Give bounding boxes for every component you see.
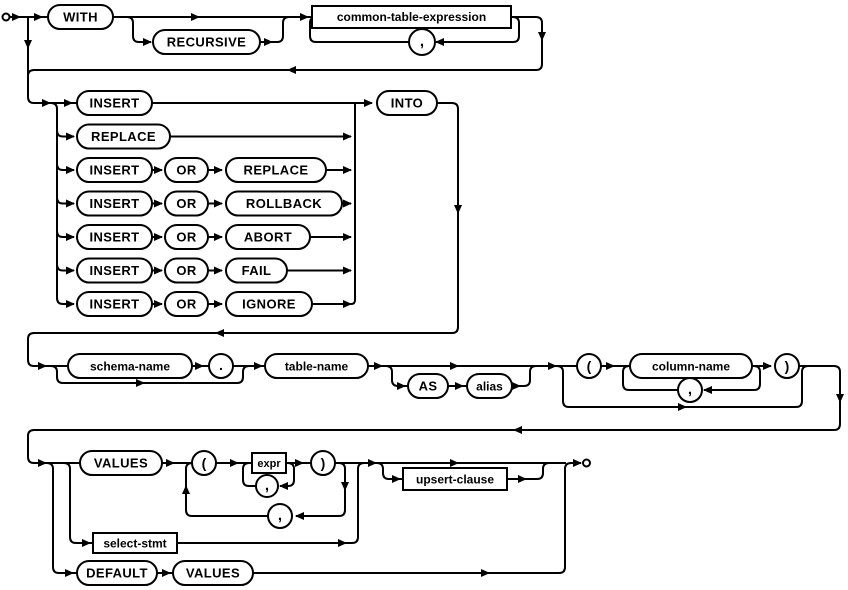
nonterminal-schema-name-label: schema-name <box>90 360 170 374</box>
punctuation-close-paren-columns-label: ) <box>785 358 790 374</box>
punctuation-open-paren-columns-label: ( <box>587 358 592 374</box>
keyword-insert-5: INSERT <box>76 257 153 284</box>
nonterminal-select-stmt-label: select-stmt <box>103 537 166 551</box>
keyword-or-4-label: OR <box>176 263 197 278</box>
nonterminal-upsert-clause-label: upsert-clause <box>416 473 494 487</box>
keyword-insert-1: INSERT <box>76 90 153 116</box>
keyword-insert-6-label: INSERT <box>89 297 139 312</box>
keyword-or-4: OR <box>164 257 209 284</box>
keyword-replace-1-label: REPLACE <box>91 129 156 144</box>
punctuation-comma-columns-label: , <box>688 381 692 398</box>
keyword-as-label: AS <box>419 379 438 394</box>
keyword-or-3-label: OR <box>176 230 197 245</box>
nonterminal-alias: alias <box>466 373 513 399</box>
nonterminal-table-name: table-name <box>264 353 369 379</box>
keyword-rollback-label: ROLLBACK <box>246 196 322 211</box>
connector <box>27 16 841 574</box>
keyword-replace-2: REPLACE <box>225 157 327 183</box>
keyword-replace-2-label: REPLACE <box>244 163 309 178</box>
nonterminal-column-name: column-name <box>629 353 753 379</box>
keyword-insert-6: INSERT <box>76 291 153 317</box>
keyword-fail-label: FAIL <box>242 263 272 278</box>
keyword-or-5-label: OR <box>176 297 197 312</box>
keyword-recursive: RECURSIVE <box>152 29 261 55</box>
keyword-with: WITH <box>47 4 114 30</box>
punctuation-open-paren-values-label: ( <box>202 455 207 471</box>
punctuation-open-paren-columns: ( <box>576 353 602 379</box>
keyword-ignore-label: IGNORE <box>242 297 296 312</box>
keyword-or-1-label: OR <box>176 163 197 178</box>
end-terminal-icon <box>582 458 591 468</box>
punctuation-comma-cte-label: , <box>420 33 424 50</box>
nonterminal-upsert-clause[interactable]: upsert-clause <box>402 467 508 491</box>
punctuation-comma-cte: , <box>408 28 436 56</box>
keyword-or-2-label: OR <box>176 196 197 211</box>
keyword-values-1-label: VALUES <box>94 456 148 471</box>
punctuation-comma-columns: , <box>677 377 703 403</box>
keyword-or-2: OR <box>164 190 209 217</box>
keyword-abort: ABORT <box>225 224 311 250</box>
keyword-values-1: VALUES <box>79 450 163 476</box>
nonterminal-table-name-label: table-name <box>285 360 349 374</box>
keyword-insert-3: INSERT <box>76 190 153 217</box>
keyword-replace-1: REPLACE <box>76 123 171 150</box>
keyword-insert-2: INSERT <box>76 157 153 183</box>
keyword-values-2: VALUES <box>172 560 254 586</box>
keyword-values-2-label: VALUES <box>186 566 240 581</box>
keyword-ignore: IGNORE <box>225 291 313 317</box>
keyword-default: DEFAULT <box>76 560 158 586</box>
keyword-fail: FAIL <box>225 257 288 284</box>
nonterminal-schema-name: schema-name <box>67 353 193 379</box>
keyword-insert-1-label: INSERT <box>89 96 139 111</box>
punctuation-close-paren-values-label: ) <box>321 455 326 471</box>
keyword-into: INTO <box>376 90 438 116</box>
start-terminal-icon <box>1 12 11 22</box>
punctuation-comma-values-label: , <box>278 507 282 524</box>
keyword-as: AS <box>407 373 449 399</box>
punctuation-dot: . <box>208 353 234 379</box>
keyword-rollback: ROLLBACK <box>225 190 343 217</box>
keyword-abort-label: ABORT <box>244 230 292 245</box>
nonterminal-expr-label: expr <box>257 458 281 470</box>
punctuation-close-paren-values: ) <box>310 450 336 476</box>
keyword-insert-4: INSERT <box>76 224 153 250</box>
nonterminal-common-table-expression-label: common-table-expression <box>337 10 486 24</box>
nonterminal-select-stmt[interactable]: select-stmt <box>92 532 178 554</box>
keyword-recursive-label: RECURSIVE <box>167 35 246 50</box>
punctuation-open-paren-values: ( <box>191 450 217 476</box>
connector-arrows <box>10 13 844 577</box>
punctuation-comma-values: , <box>267 503 293 529</box>
nonterminal-column-name-label: column-name <box>652 360 730 374</box>
punctuation-comma-expr: , <box>255 474 279 498</box>
keyword-with-label: WITH <box>63 10 98 25</box>
keyword-insert-2-label: INSERT <box>89 163 139 178</box>
punctuation-dot-label: . <box>219 357 223 373</box>
keyword-or-1: OR <box>164 157 209 183</box>
keyword-insert-5-label: INSERT <box>89 263 139 278</box>
nonterminal-alias-label: alias <box>476 380 503 394</box>
keyword-or-5: OR <box>164 291 209 317</box>
punctuation-comma-expr-label: , <box>265 477 269 494</box>
nonterminal-expr[interactable]: expr <box>251 452 287 474</box>
keyword-or-3: OR <box>164 224 209 250</box>
keyword-default-label: DEFAULT <box>86 566 148 581</box>
keyword-insert-3-label: INSERT <box>89 196 139 211</box>
nonterminal-common-table-expression[interactable]: common-table-expression <box>311 5 512 29</box>
connector-lines <box>27 16 841 574</box>
keyword-into-label: INTO <box>391 96 423 111</box>
keyword-insert-4-label: INSERT <box>89 230 139 245</box>
punctuation-close-paren-columns: ) <box>774 353 800 379</box>
